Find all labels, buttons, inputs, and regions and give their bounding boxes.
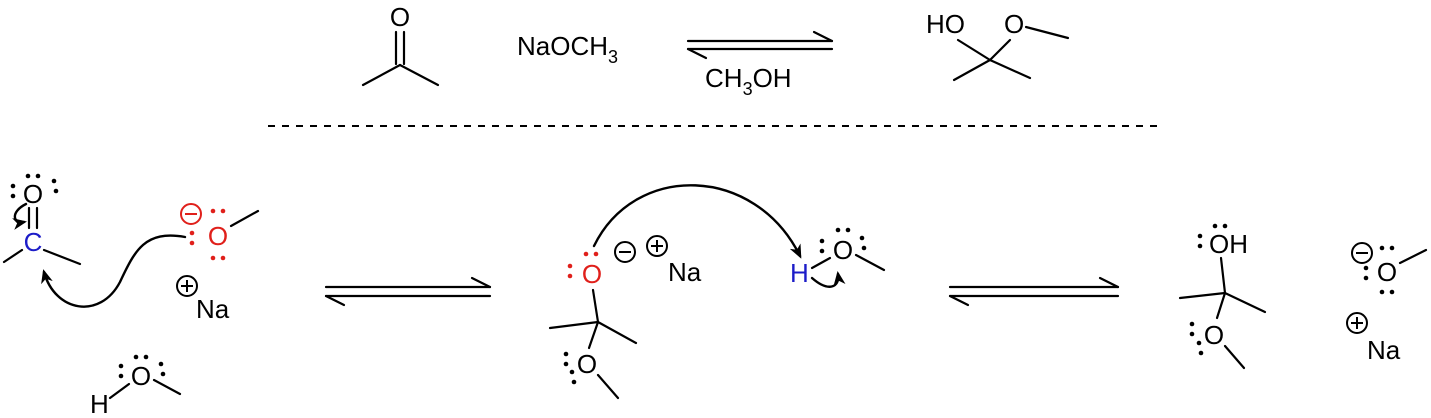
ether-oxygen-label: O (1204, 320, 1224, 350)
methoxide-oxygen-label: O (1377, 257, 1397, 287)
carbonyl-carbon-label: C (24, 227, 43, 257)
oh-bond-curved-arrow (810, 271, 846, 288)
acetone-oxygen-label: O (390, 2, 410, 32)
methanol-hydrogen-label: H (90, 389, 109, 418)
product-hydroxyl-label: HO (926, 9, 965, 39)
methanol-oxygen-label: O (131, 361, 151, 391)
carbonyl-oxygen-label: O (23, 179, 43, 209)
sodium-ion-2: Na (646, 235, 702, 287)
proton-abstraction-arrow (592, 184, 802, 259)
sodium-ion-3: Na (1346, 312, 1401, 365)
equilibrium-arrow-2 (948, 276, 1120, 307)
solvent-label: CH3OH (705, 63, 792, 99)
equilibrium-arrow-1 (324, 276, 492, 307)
methoxide-oxygen-label: O (208, 221, 228, 251)
methoxide-ion-product: O (1351, 242, 1428, 295)
alkoxide-intermediate: O O (548, 241, 638, 400)
sodium-ion-1: Na (176, 275, 230, 324)
reagent-label: NaOCH3 (517, 31, 618, 67)
acetone-molecule: O (361, 2, 440, 87)
methoxide-ion: O (180, 203, 260, 261)
overall-equilibrium-arrow (686, 30, 834, 60)
ether-oxygen-label: O (577, 349, 597, 379)
sodium-label: Na (1367, 335, 1401, 365)
methanol-molecule-1: O H (90, 354, 182, 418)
methanol-oxygen-label: O (833, 235, 853, 265)
hemiketal-product-molecule: HO O (926, 9, 1070, 82)
hydroxyl-label: OH (1209, 229, 1248, 259)
methanol-molecule-2: H O (790, 227, 886, 288)
sodium-label: Na (196, 294, 230, 324)
alkoxide-oxygen-label: O (582, 259, 602, 289)
pi-bond-curved-arrow (12, 202, 28, 230)
hemiketal-molecule: OH O (1178, 223, 1267, 370)
proton-hydrogen-label: H (790, 258, 809, 288)
sodium-label: Na (668, 257, 702, 287)
product-ether-oxygen-label: O (1004, 9, 1024, 39)
carbonyl-molecule: O C (2, 173, 82, 266)
nucleophilic-attack-arrow (41, 234, 187, 308)
